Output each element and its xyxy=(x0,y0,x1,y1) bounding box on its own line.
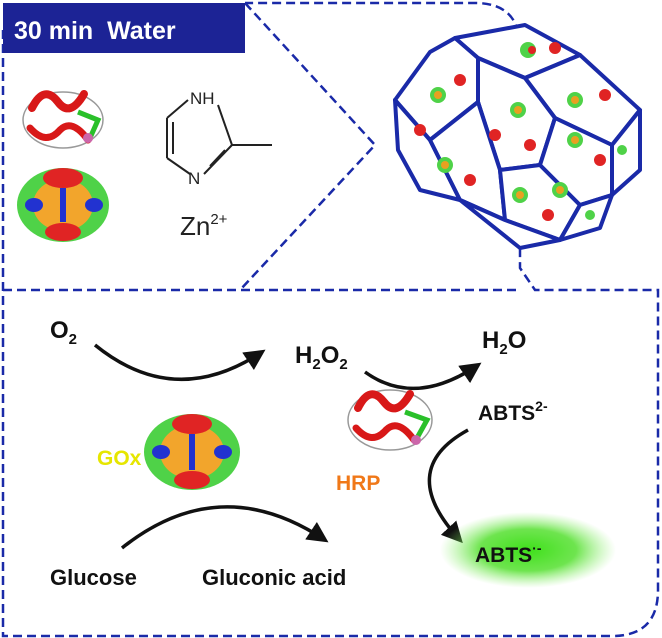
zinc-charge: 2+ xyxy=(210,211,227,228)
gox-protein-top xyxy=(17,168,109,242)
h2o2-label: H2O2 xyxy=(295,342,348,373)
h2o-h: H xyxy=(482,327,499,354)
zif-mof-polyhedron xyxy=(393,23,642,250)
h2o-label: H2O xyxy=(482,327,526,358)
h2o2-sub2: 2 xyxy=(339,356,347,373)
h2o2-sub1: 2 xyxy=(312,356,320,373)
arrow-glucose-to-gluconic xyxy=(120,505,329,550)
h2o-sub: 2 xyxy=(499,341,507,358)
zinc-ion-label: Zn2+ xyxy=(180,211,228,241)
imidazole-n-label: N xyxy=(188,169,200,188)
imidazole-nh-label: NH xyxy=(190,89,215,108)
h2o-o: O xyxy=(508,327,527,354)
o2-label: O2 xyxy=(50,317,77,348)
header-banner xyxy=(3,3,245,53)
h2o2-h: H xyxy=(295,342,312,369)
glucose-label: Glucose xyxy=(50,565,137,590)
arrow-abts-to-radical xyxy=(427,428,469,544)
abts-oxidized-label: ABTS·- xyxy=(475,540,542,567)
h2o2-o: O xyxy=(321,342,340,369)
abts-oxidized-base: ABTS xyxy=(475,544,532,567)
abts-reduced-label: ABTS2- xyxy=(478,398,548,425)
abts-reduced-sup: 2- xyxy=(535,398,548,414)
header-label: 30 min Water xyxy=(14,17,176,45)
abts-radical-glow xyxy=(440,512,616,588)
arrow-h2o2-to-h2o xyxy=(363,362,482,391)
hrp-protein-reaction xyxy=(347,389,433,451)
hrp-protein-top xyxy=(22,90,104,149)
gluconic-acid-label: Gluconic acid xyxy=(202,565,346,590)
chevron-dashed-divider xyxy=(239,2,377,291)
gox-label: GOx xyxy=(97,447,142,470)
gox-protein-reaction xyxy=(144,414,240,490)
abts-reduced-base: ABTS xyxy=(478,402,535,425)
o2-base: O xyxy=(50,317,69,344)
mof-enzyme-cluster xyxy=(414,42,627,221)
o2-sub: 2 xyxy=(69,331,77,348)
hrp-label: HRP xyxy=(336,472,380,495)
methylimidazole-structure xyxy=(166,99,272,175)
zinc-base: Zn xyxy=(180,211,210,241)
arrow-o2-to-h2o2 xyxy=(93,343,266,381)
abts-oxidized-sup: ·- xyxy=(532,540,542,556)
